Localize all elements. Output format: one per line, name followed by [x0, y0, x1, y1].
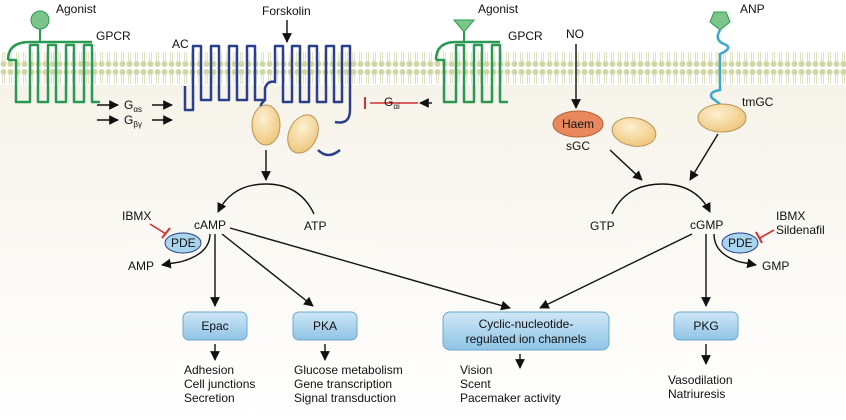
- arrow-camp-to-pka: [221, 233, 314, 307]
- arrow-camp-to-amp: [161, 233, 211, 269]
- amp-label: AMP: [128, 259, 154, 273]
- sgc-catalytic-domain: [611, 117, 657, 147]
- haem-domain: [552, 110, 604, 138]
- pkg-outcome-item: Vasodilation: [668, 373, 733, 387]
- ac-label: AC: [172, 37, 189, 51]
- pde-left-enzyme: [164, 232, 202, 254]
- agonist-left-ligand: [30, 10, 50, 42]
- arrow-sgc-to-cgmp-reaction: [609, 149, 643, 181]
- pka-box: [292, 311, 358, 341]
- sgc-label: sGC: [566, 139, 590, 153]
- arrow-tmgc-to-cgmp-reaction: [689, 133, 719, 181]
- pde-left-label: PDE: [171, 236, 196, 250]
- epac-outcome-item: Adhesion: [184, 363, 234, 377]
- gai-label: Gαi: [384, 95, 400, 111]
- pka-outcome-item: Glucose metabolism: [294, 363, 403, 377]
- inhibit-ibmx-right-line: [759, 229, 775, 239]
- pkg-outcome-item: Natriuresis: [668, 387, 725, 401]
- pka-label: PKA: [313, 319, 337, 333]
- channels-label-line2: regulated ion channels: [466, 332, 587, 346]
- pkg-box: [673, 311, 739, 341]
- anp-label: ANP: [740, 2, 765, 16]
- epac-outcome-item: Secretion: [184, 391, 235, 405]
- sildenafil-label: Sildenafil: [776, 223, 825, 237]
- channels-outcome-item: Pacemaker activity: [460, 391, 561, 405]
- gtp-label: GTP: [590, 219, 615, 233]
- camp-label: cAMP: [194, 218, 226, 232]
- no-label: NO: [566, 27, 584, 41]
- agonist-right-ligand: [452, 19, 476, 42]
- gas-subscript: αs: [133, 105, 142, 114]
- channels-outcome-item: Vision: [460, 363, 492, 377]
- arrow-cgmp-to-channels: [539, 233, 693, 309]
- gpcr-right-label: GPCR: [508, 29, 543, 43]
- anp-ligand: [709, 11, 731, 31]
- ibmx-left-label: IBMX: [122, 209, 151, 223]
- channels-label-line1: Cyclic-nucleotide-: [479, 317, 574, 331]
- gpcr-left: [6, 40, 100, 104]
- gbg-label: Gβγ: [124, 113, 142, 129]
- cgmp-label: cGMP: [690, 218, 723, 232]
- arrow-gtp-to-cgmp: [611, 183, 711, 215]
- channels-outcomes: Vision Scent Pacemaker activity: [460, 363, 561, 405]
- gbg-subscript: βγ: [133, 120, 142, 129]
- ac-catalytic-domain-c2: [287, 114, 319, 154]
- inhibit-ibmx-left-line: [149, 223, 167, 235]
- tmgc-catalytic-domain: [697, 103, 747, 133]
- ibmx-right-label: IBMX: [776, 209, 805, 223]
- pde-right-enzyme: [721, 232, 759, 254]
- agonist-right-label: Agonist: [478, 2, 519, 16]
- gpcr-left-label: GPCR: [96, 29, 131, 43]
- pde-right-label: PDE: [728, 236, 753, 250]
- arrow-atp-to-camp: [217, 183, 315, 215]
- inhibit-ibmx-left-bar: [161, 227, 171, 239]
- cell-membrane: [0, 51, 846, 85]
- pka-outcome-item: Gene transcription: [294, 377, 392, 391]
- gmp-label: GMP: [762, 259, 789, 273]
- channels-outcome-item: Scent: [460, 377, 491, 391]
- agonist-left-label: Agonist: [56, 2, 97, 16]
- arrow-camp-to-channels: [229, 227, 511, 311]
- arrow-cgmp-to-gmp: [713, 233, 757, 269]
- pka-outcome-item: Signal transduction: [294, 391, 396, 405]
- pkg-label: PKG: [693, 319, 718, 333]
- cytoplasm: [0, 85, 846, 420]
- tmgc-receptor: [709, 29, 730, 105]
- channels-box: [442, 311, 610, 351]
- epac-label: Epac: [201, 319, 228, 333]
- forskolin-label: Forskolin: [262, 4, 311, 18]
- pka-outcomes: Glucose metabolism Gene transcription Si…: [294, 363, 403, 405]
- inhibit-ibmx-right-bar: [755, 231, 763, 244]
- epac-outcomes: Adhesion Cell junctions Secretion: [184, 363, 255, 405]
- epac-outcome-item: Cell junctions: [184, 377, 255, 391]
- tmgc-label: tmGC: [742, 95, 774, 109]
- ac-catalytic-domain-c1: [251, 104, 281, 146]
- haem-label: Haem: [562, 117, 594, 131]
- epac-box: [182, 311, 248, 341]
- gpcr-right: [434, 40, 508, 104]
- atp-label: ATP: [304, 219, 326, 233]
- gas-label: Gαs: [124, 98, 142, 114]
- gai-subscript: αi: [393, 102, 400, 111]
- pkg-outcomes: Vasodilation Natriuresis: [668, 373, 733, 401]
